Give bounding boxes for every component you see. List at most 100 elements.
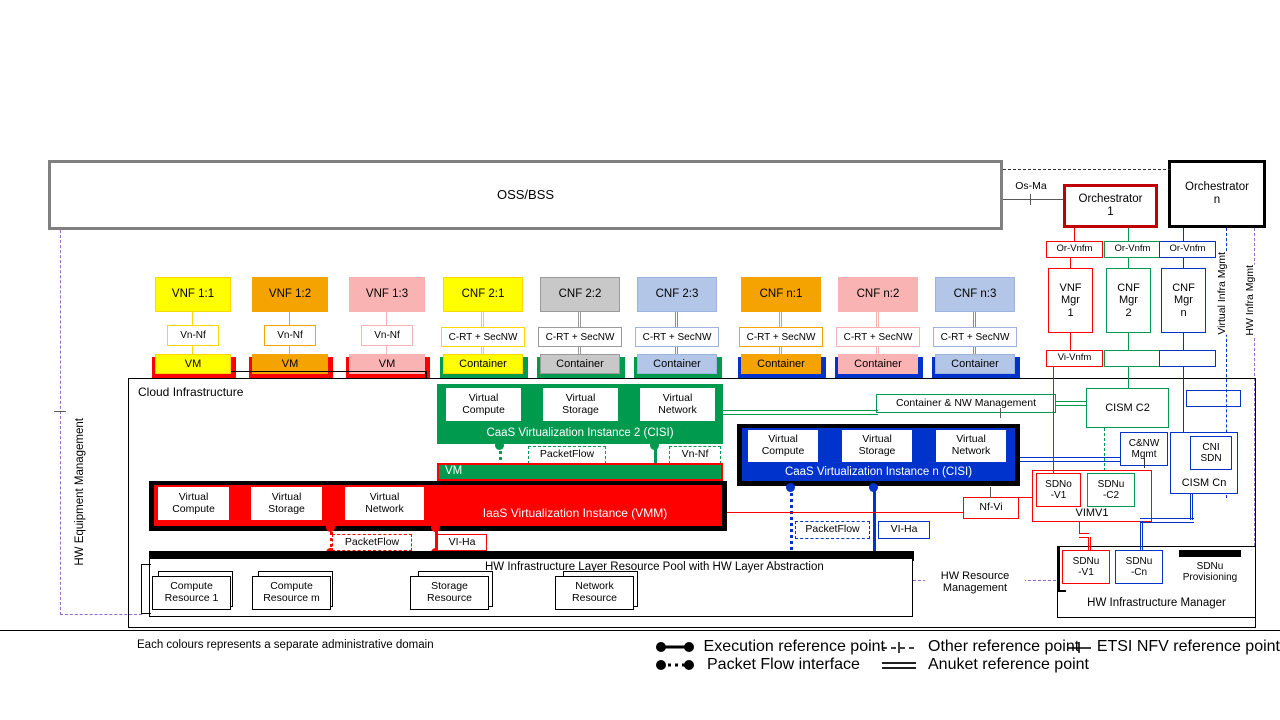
cnf-mgr-n-l1: CNF: [1172, 282, 1195, 295]
workload-base-5[interactable]: Container: [637, 354, 717, 374]
vm-bar-label: VM: [445, 465, 463, 477]
cisi2-virtual-network[interactable]: Virtual Network: [640, 388, 715, 421]
workload-base-1[interactable]: VM: [252, 354, 328, 374]
hw-equipment-mgmt-dashed-bottom: [60, 614, 142, 615]
cisin-virtual-storage[interactable]: Virtual Storage: [842, 430, 912, 462]
hw-resource-1[interactable]: Compute Resource m: [252, 576, 331, 610]
or-vnfm-label-1: Or-Vnfm: [1056, 243, 1093, 255]
workload-base-2[interactable]: VM: [349, 354, 425, 374]
hw-resource-0[interactable]: Compute Resource 1: [152, 576, 231, 610]
vmm-packetflow-dot-top: [326, 523, 335, 532]
vm-bar[interactable]: [437, 463, 723, 481]
cisin-vs-l1: Virtual: [862, 433, 892, 446]
workload-base-0[interactable]: VM: [155, 354, 231, 374]
vmm-virtual-storage[interactable]: Virtual Storage: [251, 487, 322, 520]
hw-resource-management-label: HW Resource Management: [925, 566, 1025, 598]
workload-box-0[interactable]: VNF 1:1: [155, 277, 231, 312]
sdnu-v1-box[interactable]: SDNu -V1: [1062, 550, 1110, 584]
cnw-mgmt-l1: C&NW: [1128, 438, 1160, 449]
cisin-vc-l2: Compute: [761, 445, 805, 457]
cisin-virtual-network[interactable]: Virtual Network: [936, 430, 1006, 462]
workload-refpoint-3: C-RT + SecNW: [441, 327, 525, 347]
workload-box-4[interactable]: CNF 2:2: [540, 277, 620, 312]
cisin-packetflow-label: PacketFlow: [805, 523, 860, 536]
workload-box-6[interactable]: CNF n:1: [741, 277, 821, 312]
vmm-block[interactable]: [154, 485, 722, 526]
cisin-title: CaaS Virtualization Instance n (CISI): [742, 463, 1015, 481]
vmm-virtual-network[interactable]: Virtual Network: [345, 487, 424, 520]
workload-refpoint-label-3: C-RT + SecNW: [448, 331, 518, 343]
workload-refpoint-label-4: C-RT + SecNW: [545, 331, 615, 343]
vi-vnfm-ref-blue-empty: [1159, 350, 1216, 367]
cnf-mgr-n-box[interactable]: CNF Mgr n: [1161, 268, 1206, 333]
cisin-viha-dot-top: [869, 483, 878, 492]
workload-refpoint-label-1: Vn-Nf: [277, 330, 303, 341]
vnf-mgr-1-box[interactable]: VNF Mgr 1: [1048, 268, 1093, 333]
workload-refpoint-1: Vn-Nf: [264, 325, 316, 346]
oss-bss-box[interactable]: OSS/BSS: [48, 160, 1003, 230]
hw-resource-2[interactable]: Storage Resource: [410, 576, 489, 610]
vimv1-red-feed: [1053, 367, 1054, 473]
cism-cn-label: CISM Cn: [1181, 476, 1227, 489]
workload-refpoint-6: C-RT + SecNW: [739, 327, 823, 347]
vmm-vn-l2: Network: [365, 502, 404, 515]
sdno-v1-l1: SDNo: [1045, 479, 1072, 490]
workload-refpoint-label-6: C-RT + SecNW: [746, 331, 816, 343]
sdno-v1-box[interactable]: SDNo -V1: [1036, 473, 1081, 507]
vmm-virtual-compute[interactable]: Virtual Compute: [158, 487, 229, 520]
cnf-mgr-2-box[interactable]: CNF Mgr 2: [1106, 268, 1151, 333]
workload-box-2[interactable]: VNF 1:3: [349, 277, 425, 312]
orchestrator-1-box[interactable]: Orchestrator 1: [1063, 184, 1158, 228]
cni-sdn-box[interactable]: CNI SDN: [1190, 436, 1232, 470]
cni-sdn-l2: SDN: [1200, 453, 1222, 464]
workload-box-3[interactable]: CNF 2:1: [443, 277, 523, 312]
container-nw-management-box[interactable]: Container & NW Management: [876, 394, 1056, 413]
sdnu-c2-l1: SDNu: [1097, 479, 1125, 490]
sdnu-c2-box[interactable]: SDNu -C2: [1087, 473, 1135, 507]
workload-base-3[interactable]: Container: [443, 354, 523, 374]
workload-box-8[interactable]: CNF n:3: [935, 277, 1015, 312]
cisin-virtual-compute[interactable]: Virtual Compute: [748, 430, 818, 462]
sdnu-cn-box[interactable]: SDNu -Cn: [1115, 550, 1163, 584]
vmm-nfvi-hline: [727, 512, 967, 513]
vmm-title-label: IaaS Virtualization Instance (VMM): [482, 506, 668, 521]
cism-c2-label: CISM C2: [1105, 401, 1150, 414]
cnw-mgmt-tick: [1144, 458, 1145, 468]
workload-base-8[interactable]: Container: [935, 354, 1015, 374]
workload-box-5[interactable]: CNF 2:3: [637, 277, 717, 312]
cisin-viha-label: VI-Ha: [890, 523, 918, 536]
hw-resource-3[interactable]: Network Resource: [555, 576, 634, 610]
workload-refpoint-5: C-RT + SecNW: [635, 327, 719, 347]
cisi2-virtual-storage[interactable]: Virtual Storage: [543, 388, 618, 421]
cloud-infrastructure-frame: [128, 378, 1256, 628]
workload-base-4[interactable]: Container: [540, 354, 620, 374]
cisi2-virtual-compute[interactable]: Virtual Compute: [446, 388, 521, 421]
etsi-nfv-reference-icon: [1067, 642, 1091, 653]
workload-box-1[interactable]: VNF 1:2: [252, 277, 328, 312]
workload-base-label-0: VM: [184, 357, 202, 370]
workload-name-7: CNF n:2: [856, 288, 900, 301]
sdno-v1-l2: -V1: [1050, 490, 1067, 501]
cism-c2-box[interactable]: CISM C2: [1086, 388, 1169, 428]
hw-resource-mgmt-l2: Management: [942, 582, 1008, 594]
workload-base-7[interactable]: Container: [838, 354, 918, 374]
legend-label-anuket: Anuket reference point: [928, 656, 1089, 673]
cisin-vs-l2: Storage: [858, 445, 896, 457]
vmm-vc-l2: Compute: [172, 502, 215, 515]
workload-base-label-5: Container: [653, 357, 701, 370]
cisin-viha-line: [873, 486, 876, 558]
orchestrator-1-label: Orchestrator: [1078, 193, 1143, 206]
workload-base-6[interactable]: Container: [741, 354, 821, 374]
workload-box-7[interactable]: CNF n:2: [838, 277, 918, 312]
cisin-viha-ref: VI-Ha: [878, 521, 930, 539]
orchestrator-n-box[interactable]: Orchestrator n: [1168, 160, 1266, 228]
workload-name-2: VNF 1:3: [365, 288, 409, 301]
cisi2-mgmt-tick: [1000, 408, 1001, 418]
workload-name-8: CNF n:3: [953, 288, 997, 301]
cnf-mgr-2-l3: 2: [1125, 306, 1132, 319]
oss-orchestrator-dashed-link: [1003, 169, 1171, 170]
sdnu-provisioning-box[interactable]: SDNu Provisioning: [1169, 557, 1251, 587]
cisi2-title-label: CaaS Virtualization Instance 2 (CISI): [486, 426, 674, 439]
cisi2-mgmt-double-line: [723, 410, 878, 415]
